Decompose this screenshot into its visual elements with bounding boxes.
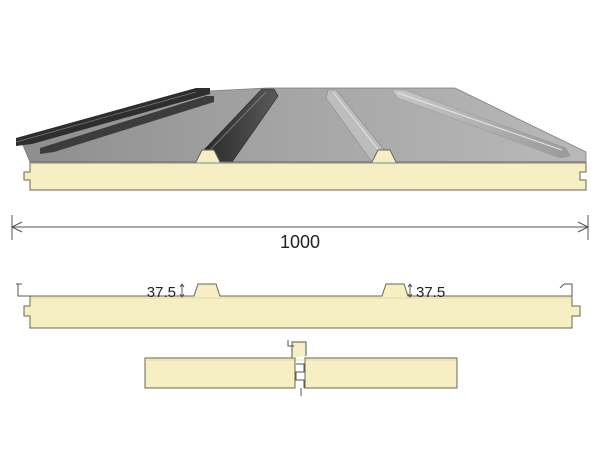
panel-rib-3	[391, 89, 571, 159]
right-arrow-icon	[577, 221, 590, 233]
joint-seam	[291, 341, 307, 358]
panel-perspective-view	[15, 87, 587, 191]
panel-perspective-core	[23, 149, 587, 191]
panel-cross-section-core	[23, 283, 581, 329]
rib-height-label-left: 37.5	[147, 284, 176, 301]
panel-cross-section: 37.5 37.5	[16, 283, 581, 329]
left-edge-hook	[17, 284, 30, 297]
width-dimension-label: 1000	[280, 232, 320, 252]
panel-joint-detail	[144, 340, 458, 396]
right-edge-hook	[564, 283, 573, 296]
left-edge-rib-inner	[40, 96, 214, 154]
joint-right-panel-core	[304, 357, 458, 389]
width-dimension: 1000	[10, 215, 590, 252]
left-arrow-icon	[10, 221, 23, 233]
rib-height-label-right: 37.5	[416, 284, 445, 301]
left-edge-rib	[16, 88, 210, 146]
joint-left-panel-core	[144, 357, 296, 389]
